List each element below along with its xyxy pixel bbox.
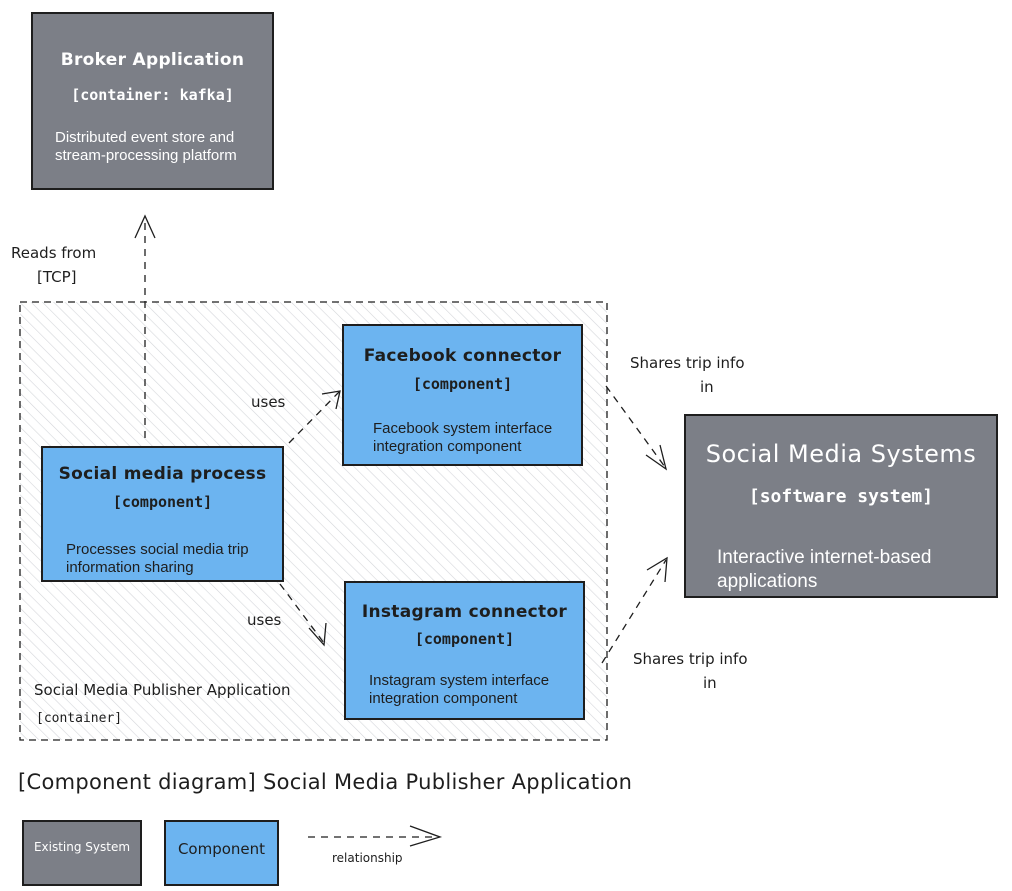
legend-component-label: Component [177,840,266,858]
social-process-desc-2: information sharing [66,559,194,576]
broker-title: Broker Application [60,50,245,70]
social-process-tech: [component] [112,493,213,511]
facebook-desc-1: Facebook system interface [373,420,553,437]
facebook-desc-2: integration component [373,438,522,455]
shares-label-top: Shares trip info [630,354,745,372]
social-media-process-box[interactable]: Social media process [component] Process… [41,446,284,582]
boundary-type: [container] [36,711,123,726]
facebook-shares-arrow [605,385,668,471]
uses-facebook-arrow [288,390,341,444]
legend-component: Component [164,820,279,886]
broker-desc-1: Distributed event store and [55,129,235,146]
social-process-desc-1: Processes social media trip [66,541,249,558]
legend-relationship-label: relationship [332,851,403,865]
instagram-desc-2: integration component [369,690,518,707]
facebook-connector-box[interactable]: Facebook connector [component] Facebook … [342,324,583,466]
uses-instagram-arrow [279,583,327,647]
legend-existing-label: Existing System [33,840,131,854]
reads-from-label: Reads from [11,244,97,262]
reads-from-arrow [134,214,156,438]
uses-label-bottom: uses [247,611,282,629]
facebook-tech: [component] [412,375,513,393]
shares-label-top-in: in [700,378,714,396]
boundary-name: Social Media Publisher Application [34,681,291,699]
shares-label-bottom: Shares trip info [633,650,748,668]
legend-existing-system: Existing System [22,820,142,886]
instagram-desc-1: Instagram system interface [369,672,550,689]
facebook-title: Facebook connector [363,346,562,366]
social-process-title: Social media process [58,464,267,484]
social-systems-desc-1: Interactive internet-based [717,547,932,568]
instagram-tech: [component] [414,630,515,648]
broker-tech: [container: kafka] [71,86,234,104]
social-media-systems-box[interactable]: Social Media Systems [software system] I… [684,414,998,598]
broker-desc-2: stream-processing platform [55,147,237,164]
diagram-title: [Component diagram] Social Media Publish… [18,770,633,794]
shares-label-bottom-in: in [703,674,717,692]
social-systems-desc-2: applications [717,571,818,592]
instagram-shares-arrow [601,556,668,664]
broker-application-box[interactable]: Broker Application [container: kafka] Di… [31,12,274,190]
legend-relationship-arrow [308,825,443,847]
instagram-title: Instagram connector [361,602,568,622]
instagram-connector-box[interactable]: Instagram connector [component] Instagra… [344,581,585,720]
reads-from-protocol: [TCP] [37,268,77,286]
social-systems-title: Social Media Systems [705,440,977,468]
uses-label-top: uses [251,393,286,411]
social-systems-tech: [software system] [748,486,934,507]
